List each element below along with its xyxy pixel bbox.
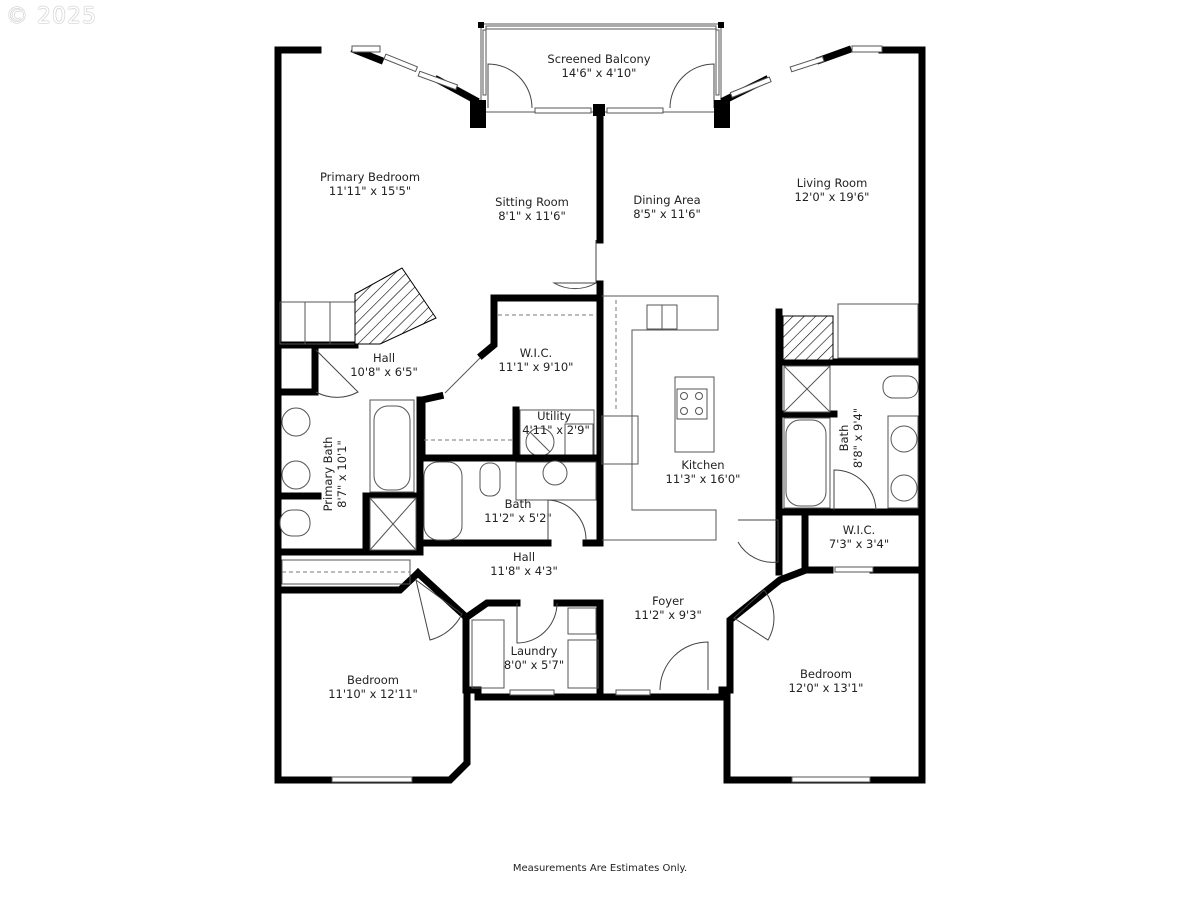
- interior-walls: [274, 108, 926, 694]
- room-dims: 12'0" x 13'1": [789, 681, 864, 695]
- room-dims: 8'0" x 5'7": [504, 658, 564, 672]
- room-name: Bath: [837, 425, 851, 452]
- room-name: Primary Bath: [321, 437, 335, 512]
- room-name: Sitting Room: [495, 195, 569, 209]
- room-dims: 11'3" x 16'0": [666, 472, 741, 486]
- screened-balcony: [470, 22, 730, 128]
- room-dims: 8'8" x 9'4": [851, 408, 865, 468]
- room-labels: Screened Balcony 14'6" x 4'10" Primary B…: [320, 52, 889, 701]
- room-dims: 8'7" x 10'1": [335, 440, 349, 508]
- room-name: Utility: [537, 409, 571, 423]
- room-name: Dining Area: [633, 193, 700, 207]
- room-dims: 12'0" x 19'6": [795, 190, 870, 204]
- room-name: Bath: [505, 497, 532, 511]
- room-name: Bedroom: [347, 673, 399, 687]
- room-name: Foyer: [652, 594, 684, 608]
- doors: [315, 240, 877, 691]
- room-dims: 11'2" x 9'3": [634, 608, 702, 622]
- room-dims: 11'11" x 15'5": [329, 184, 411, 198]
- room-name: W.I.C.: [520, 346, 552, 360]
- room-dims: 14'6" x 4'10": [562, 66, 637, 80]
- measurements-disclaimer: Measurements Are Estimates Only.: [512, 863, 688, 874]
- room-dims: 11'1" x 9'10": [499, 360, 574, 374]
- room-name: Laundry: [511, 644, 558, 658]
- room-name: W.I.C.: [843, 523, 875, 537]
- exterior-walls: [274, 45, 926, 784]
- room-dims: 7'3" x 3'4": [829, 537, 889, 551]
- room-name: Hall: [373, 351, 395, 365]
- room-dims: 8'5" x 11'6": [633, 207, 701, 221]
- room-name: Living Room: [797, 176, 868, 190]
- room-dims: 11'10" x 12'11": [328, 687, 418, 701]
- bath-fixtures: [279, 365, 919, 689]
- room-dims: 11'2" x 5'2": [484, 511, 552, 525]
- room-name: Kitchen: [681, 458, 724, 472]
- room-dims: 4'11" x 2'9": [522, 423, 590, 437]
- copyright-watermark: © 2025: [6, 4, 97, 29]
- room-dims: 10'8" x 6'5": [350, 365, 418, 379]
- room-name: Primary Bedroom: [320, 170, 420, 184]
- room-name: Hall: [513, 550, 535, 564]
- room-name: Screened Balcony: [547, 52, 650, 66]
- kitchen-fixtures: [601, 295, 719, 541]
- room-dims: 11'8" x 4'3": [490, 564, 558, 578]
- room-dims: 8'1" x 11'6": [498, 209, 566, 223]
- room-name: Bedroom: [800, 667, 852, 681]
